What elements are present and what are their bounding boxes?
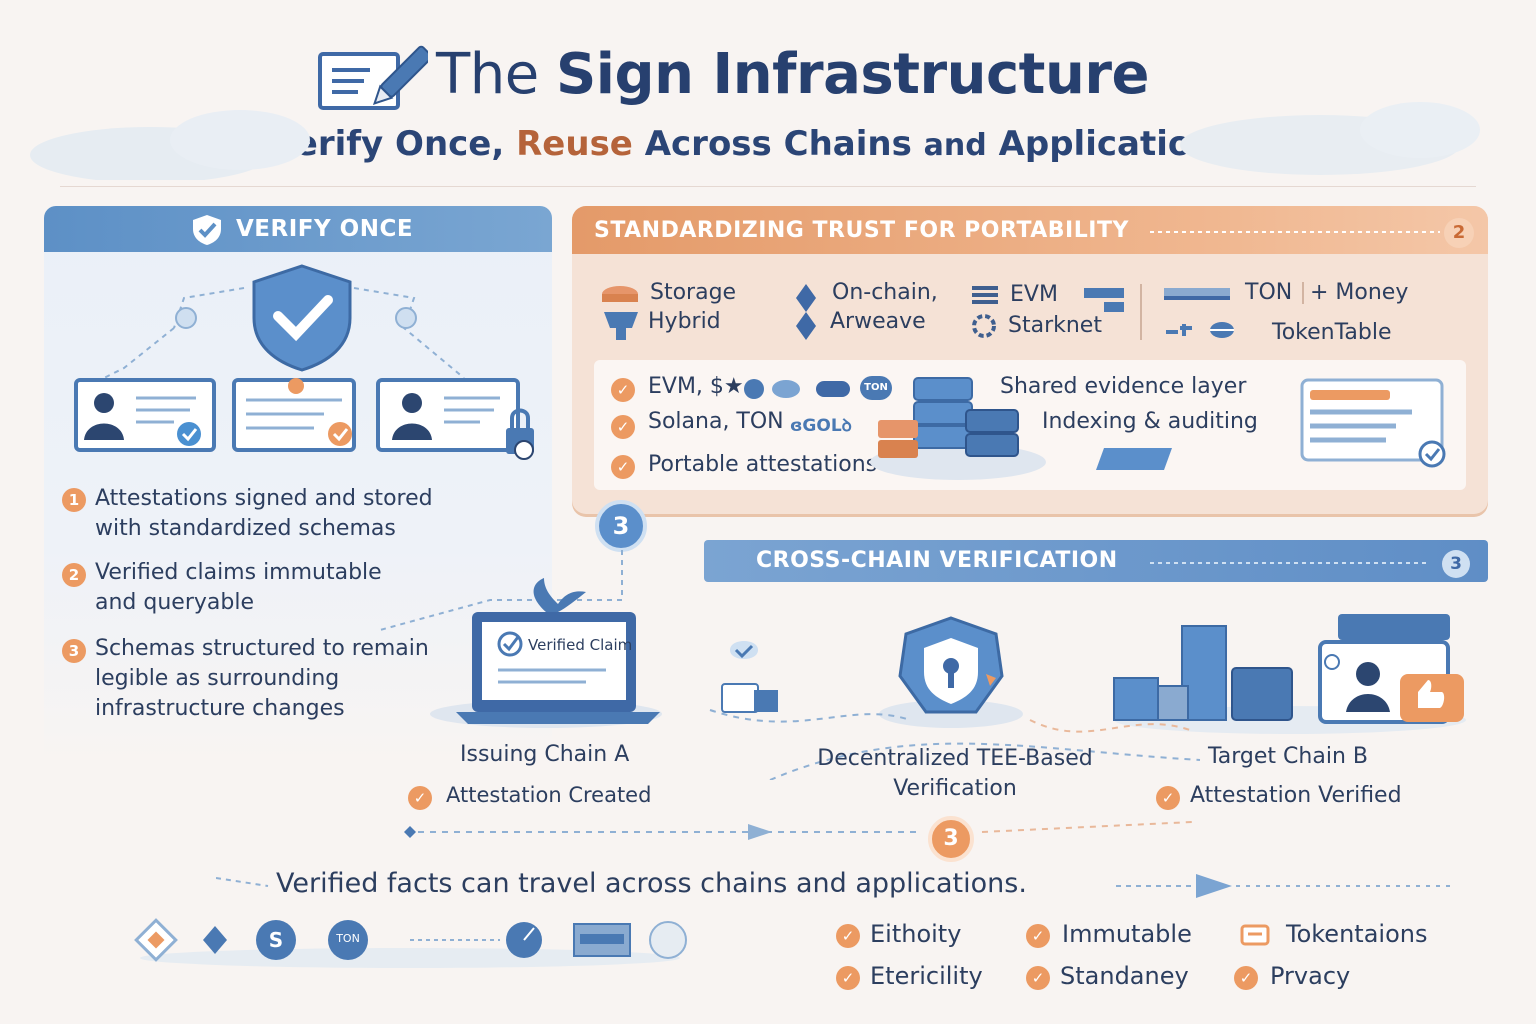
feature-label: Eithoity <box>870 920 962 948</box>
step-badge: 3 <box>928 816 974 862</box>
verify-once-header <box>44 206 552 252</box>
target-app-icon <box>1113 614 1466 734</box>
ton-tokentable-icon <box>1164 288 1234 338</box>
check-label: Portable attestations <box>648 452 878 477</box>
evm-stack-icon <box>972 286 998 338</box>
check-icon: ✓ <box>1026 924 1050 948</box>
dashed-connector <box>379 550 623 631</box>
divider <box>1140 284 1142 340</box>
check-label: EVM, $★ <box>648 374 744 399</box>
bullet-number: 1 <box>62 488 86 512</box>
check-icon: ✓ <box>836 966 860 990</box>
platform-icon <box>1096 448 1172 470</box>
cross-chain-title: CROSS-CHAIN VERIFICATION <box>756 548 1118 573</box>
check-label: Solana, TON <box>648 409 784 434</box>
feature-label: Standaney <box>1060 962 1189 990</box>
feature-label: Prvacy <box>1270 962 1351 990</box>
ton-badge: TON <box>860 376 892 400</box>
check-icon: ✓ <box>611 455 635 479</box>
bullet-number: 3 <box>62 639 86 663</box>
chain-link-icon <box>796 284 816 340</box>
tagline: Verified facts can travel across chains … <box>276 868 1027 899</box>
chain-logos: S <box>134 918 687 968</box>
check-icon: ✓ <box>611 415 635 439</box>
dashed-flow-paths <box>709 709 1201 780</box>
token-icons <box>744 379 850 399</box>
issuing-status: Attestation Created <box>446 783 652 807</box>
section-badge: 2 <box>1444 218 1474 248</box>
storage-label: On-chain, <box>832 280 938 305</box>
page-subtitle: Verify Once, Reuse Across Chains and App… <box>270 124 1236 164</box>
bullet-number: 2 <box>62 563 86 587</box>
verification-illustration <box>74 264 534 460</box>
target-status: Attestation Verified <box>1190 783 1402 808</box>
tokentable-label: TokenTable <box>1272 320 1392 345</box>
feature-label: Tokentaions <box>1286 920 1428 948</box>
check-icon: ✓ <box>408 786 432 810</box>
tee-shield-icon <box>879 616 1023 728</box>
check-icon: ✓ <box>1026 966 1050 990</box>
dashed-line <box>1150 562 1430 564</box>
tagline-dashes <box>216 874 1452 898</box>
portability-header <box>572 206 1488 254</box>
database-icon <box>602 286 638 340</box>
laptop-icon <box>430 578 662 728</box>
dashed-line <box>1150 231 1440 233</box>
bullet-text: Verified claims immutable and queryable <box>95 560 382 615</box>
document-pen-icon <box>318 45 428 110</box>
shield-check-icon <box>193 215 221 245</box>
svg-text:S: S <box>269 928 283 952</box>
verify-once-title: VERIFY ONCE <box>236 216 414 242</box>
money-label: + Money <box>1310 280 1409 305</box>
portability-title: STANDARDIZING TRUST FOR PORTABILITY <box>594 218 1129 243</box>
header-divider <box>60 186 1476 187</box>
check-icon: ✓ <box>1156 786 1180 810</box>
bullet-text: Attestations signed and stored with stan… <box>95 486 433 541</box>
cross-chain-header <box>704 540 1488 582</box>
verified-claim-label: Verified Claim <box>528 636 633 654</box>
server-stack-icon <box>870 377 1046 480</box>
document-check-icon <box>1300 378 1446 468</box>
ton-label: TON <box>1245 280 1293 305</box>
ton-badge: TON <box>336 932 360 945</box>
check-icon: ✓ <box>836 924 860 948</box>
section-badge: 3 <box>1442 550 1470 578</box>
divider <box>1302 282 1304 304</box>
token-glyphs: ɞGOLꝺ <box>790 416 852 436</box>
check-icon: ✓ <box>1234 966 1258 990</box>
storage-label: Storage <box>650 280 737 305</box>
message-document-icon <box>721 641 778 713</box>
feature-label: Immutable <box>1062 920 1192 948</box>
target-chain-label: Target Chain B <box>1208 744 1368 769</box>
tee-label: Decentralized TEE-Based Verification <box>817 746 1093 801</box>
bullet-text: Schemas structured to remain legible as … <box>95 636 429 721</box>
page-title: The Sign Infrastructure <box>436 42 1149 107</box>
chain-label: Starknet <box>1008 313 1102 338</box>
evidence-label: Indexing & auditing <box>1042 409 1258 434</box>
flow-arrow <box>404 821 1193 840</box>
bars-icon <box>1084 288 1124 312</box>
chain-label: EVM <box>1010 282 1058 307</box>
check-icon: ✓ <box>611 378 635 402</box>
evidence-label: Shared evidence layer <box>1000 374 1247 399</box>
storage-label: Hybrid <box>648 309 721 334</box>
background-clouds <box>30 102 1480 180</box>
feature-label: Etericility <box>870 962 983 990</box>
storage-label: Arweave <box>830 309 926 334</box>
token-ticket-icon <box>1240 924 1270 946</box>
issuing-chain-label: Issuing Chain A <box>460 742 630 767</box>
